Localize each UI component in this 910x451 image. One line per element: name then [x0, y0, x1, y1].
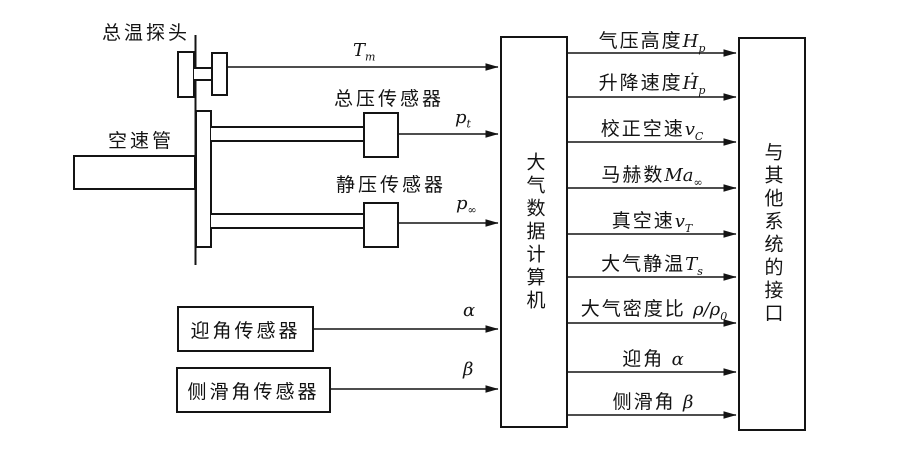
input-label-alpha: α	[463, 300, 476, 321]
output-label-calibrated-airspeed: 校正空速vC	[600, 119, 706, 143]
output-label-sideslip: 侧滑角 β	[612, 392, 694, 413]
input-label-beta: β	[463, 359, 474, 380]
total-pressure-sensor-box	[363, 112, 399, 158]
air-data-computer-block: 大气数据计算机	[500, 36, 568, 428]
input-label-tm: Tm	[353, 40, 376, 64]
aoa-sensor-label: 迎角传感器	[190, 320, 301, 342]
interface-block: 与其他系统的接口	[738, 37, 806, 431]
sideslip-sensor-label: 侧滑角传感器	[187, 381, 320, 403]
output-label-static-temperature: 大气静温Ts	[601, 254, 705, 278]
static-pressure-line	[211, 213, 363, 229]
probe-left-element	[177, 51, 195, 98]
output-label-density-ratio: 大气密度比 ρ/ρ0	[580, 299, 730, 323]
pitot-tube	[73, 155, 196, 190]
static-pressure-sensor-box	[363, 202, 399, 248]
interface-label: 与其他系统的接口	[761, 142, 783, 326]
output-label-mach-number: 马赫数Ma∞	[601, 165, 705, 189]
total-pressure-line	[211, 126, 363, 142]
output-label-vertical-speed: 升降速度Ḣp	[598, 73, 708, 97]
output-label-true-airspeed: 真空速vT	[611, 211, 695, 235]
probe-connector	[194, 67, 212, 81]
sideslip-sensor-box: 侧滑角传感器	[176, 367, 331, 413]
static-pressure-sensor-label: 静压传感器	[336, 175, 447, 196]
output-label-aoa: 迎角 α	[622, 349, 684, 370]
air-data-computer-label: 大气数据计算机	[523, 151, 545, 313]
probe-right-element	[211, 52, 228, 96]
output-label-altitude: 气压高度Hp	[598, 31, 708, 55]
input-label-pt: pt	[455, 107, 471, 131]
pitot-mounting-plate	[195, 110, 212, 248]
total-pressure-sensor-label: 总压传感器	[334, 89, 445, 110]
total-temp-probe-label: 总温探头	[102, 23, 191, 44]
aoa-sensor-box: 迎角传感器	[177, 306, 314, 352]
pitot-tube-label: 空速管	[108, 131, 175, 152]
input-label-pinf: p∞	[456, 193, 477, 217]
